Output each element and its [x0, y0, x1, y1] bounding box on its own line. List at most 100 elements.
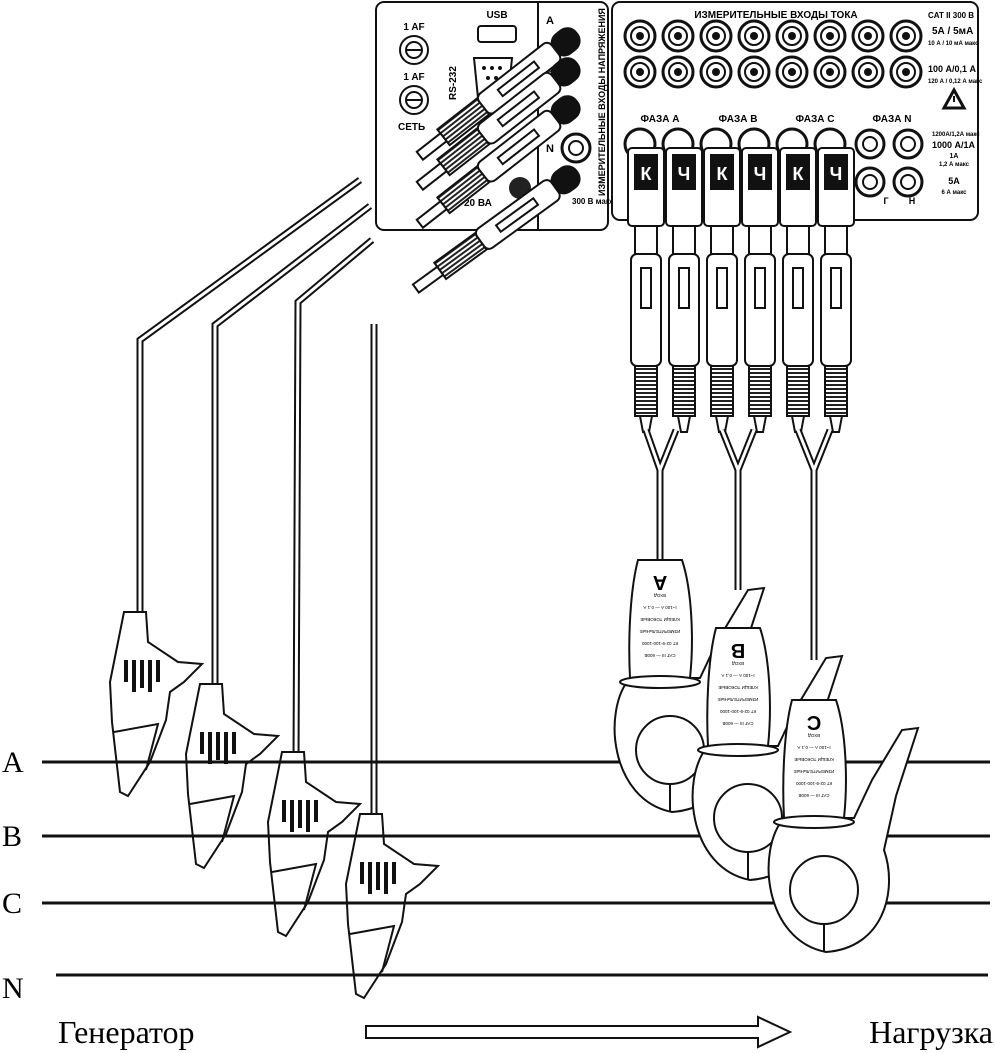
range-3-main: 1200А/1,2А макс [932, 132, 980, 138]
clamp-letter: A [653, 571, 667, 593]
range-2-sub: 120 А / 0,12 А макс [928, 79, 983, 85]
clamp-spec-text: КЛЕЩИ ТОКОВЫЕ [718, 685, 757, 690]
clamp-spec-text: ВХОД [654, 593, 666, 598]
current-plug: К [627, 147, 665, 433]
voltage-panel-title: ИЗМЕРИТЕЛЬНЫЕ ВХОДЫ НАПРЯЖЕНИЯ [597, 8, 607, 196]
clamp-spec-text: ВХОД [808, 733, 820, 738]
current-jack-icon [623, 19, 657, 53]
phase-b-label: ФАЗА B [719, 114, 758, 125]
voltage-probe [415, 57, 581, 192]
line-a-label: A [2, 746, 24, 779]
clamp-spec-text: КТ 02-9-100-1000 [641, 641, 678, 646]
line-n-label: N [2, 972, 24, 1005]
clamp-spec-text: КЛЕЩИ ТОКОВЫЕ [640, 617, 679, 622]
plug-label: К [793, 164, 805, 184]
power-rating-label: 20 ВА [464, 198, 492, 209]
current-jack-icon [889, 19, 923, 53]
current-plug: К [703, 147, 741, 433]
current-jack-icon [851, 19, 885, 53]
current-plug: К [779, 147, 817, 433]
clamp-spec-text: КТ 02-9-100-1000 [795, 781, 832, 786]
clamp-spec-text: I~100 А — 0,1 А [721, 673, 754, 678]
fuse-2-label: 1 AF [403, 72, 424, 83]
line-labels: A B C N [2, 746, 24, 1005]
current-jack-icon [892, 166, 924, 198]
current-jack-icon [854, 128, 886, 160]
range-1-main: 5А / 5мА [932, 26, 973, 37]
range-2-main: 100 А/0,1 А [928, 64, 977, 74]
current-jack-icon [892, 128, 924, 160]
fuse-mains-label: СЕТЬ [398, 122, 425, 133]
current-jack-icon [661, 55, 695, 89]
usb-port-icon [477, 25, 517, 43]
clamp-letter: B [731, 639, 745, 661]
current-jack-icon [699, 55, 733, 89]
clamp-spec-text: КЛЕЩИ ТОКОВЫЕ [794, 757, 833, 762]
current-jack-icon [699, 19, 733, 53]
current-jack-icon [813, 55, 847, 89]
fuse-1-icon [399, 35, 429, 65]
current-plug: Ч [665, 147, 703, 433]
range-4-main: 5А [948, 176, 960, 186]
crocodile-clip-icon [184, 683, 281, 870]
current-jack-icon [851, 55, 885, 89]
terminal-n-label: Н [909, 196, 916, 206]
flow-arrow-icon [365, 1015, 793, 1049]
current-jack-icon [854, 166, 886, 198]
clamp-spec-text: ИЗМЕРИТЕЛЬНЫЕ [718, 697, 759, 702]
clamp-spec-text: ИЗМЕРИТЕЛЬНЫЕ [640, 629, 681, 634]
voltage-terminal-a-label: A [546, 15, 554, 27]
clamp-spec-text: CAT III — 600В [644, 653, 675, 658]
plug-label: Ч [678, 164, 691, 184]
clamp-spec-text: КТ 02-9-100-1000 [719, 709, 756, 714]
phase-c-label: ФАЗА C [796, 114, 835, 125]
line-b-label: B [2, 820, 22, 853]
current-plug: Ч [817, 147, 855, 433]
current-cables [642, 428, 834, 660]
warning-triangle-icon [941, 86, 967, 110]
current-plug: Ч [741, 147, 779, 433]
voltage-probe [411, 165, 581, 294]
usb-label: USB [486, 10, 507, 21]
current-jack-icon [889, 55, 923, 89]
crocodile-clip-icon [108, 611, 205, 798]
voltage-probes [108, 27, 581, 1000]
clamp-spec-text: ВХОД [732, 661, 744, 666]
clamp-spec-text: CAT III — 600В [798, 793, 829, 798]
range-3-a: 1000 А/1А [932, 140, 976, 150]
voltage-jack-n-icon [560, 132, 592, 164]
current-jack-icon [813, 19, 847, 53]
current-jack-icon [661, 19, 695, 53]
plug-label: К [641, 164, 653, 184]
current-jack-icon [737, 19, 771, 53]
current-jacks [623, 19, 924, 198]
range-1-sub: 10 А / 10 мА макс [928, 41, 979, 47]
phase-a-label: ФАЗА A [641, 114, 680, 125]
clamp-spec-text: I~100 А — 0,1 А [643, 605, 676, 610]
clamp-spec-text: CAT III — 600В [722, 721, 753, 726]
current-jack-icon [737, 55, 771, 89]
phase-n-label: ФАЗА N [873, 114, 912, 125]
plug-label: Ч [754, 164, 767, 184]
clamp-letter: C [807, 711, 821, 733]
clamp-spec-text: I~100 А — 0,1 А [797, 745, 830, 750]
current-jack-icon [623, 55, 657, 89]
terminal-g-label: Г [883, 196, 888, 206]
current-panel-title: ИЗМЕРИТЕЛЬНЫЕ ВХОДЫ ТОКА [694, 10, 857, 21]
current-jack-icon [775, 55, 809, 89]
line-c-label: C [2, 887, 22, 920]
voltage-leads [136, 177, 378, 822]
clamp-spec-text: ИЗМЕРИТЕЛЬНЫЕ [794, 769, 835, 774]
crocodile-clip-icon [344, 813, 441, 1000]
current-jack-icon [775, 19, 809, 53]
voltage-terminal-n-label: N [546, 143, 554, 155]
load-label: Нагрузка [869, 1014, 993, 1050]
voltage-max-label: 300 В макс [572, 197, 615, 206]
range-3-c: 1,2 А макс [939, 162, 970, 168]
fuse-1-label: 1 AF [403, 22, 424, 33]
plug-label: К [717, 164, 729, 184]
